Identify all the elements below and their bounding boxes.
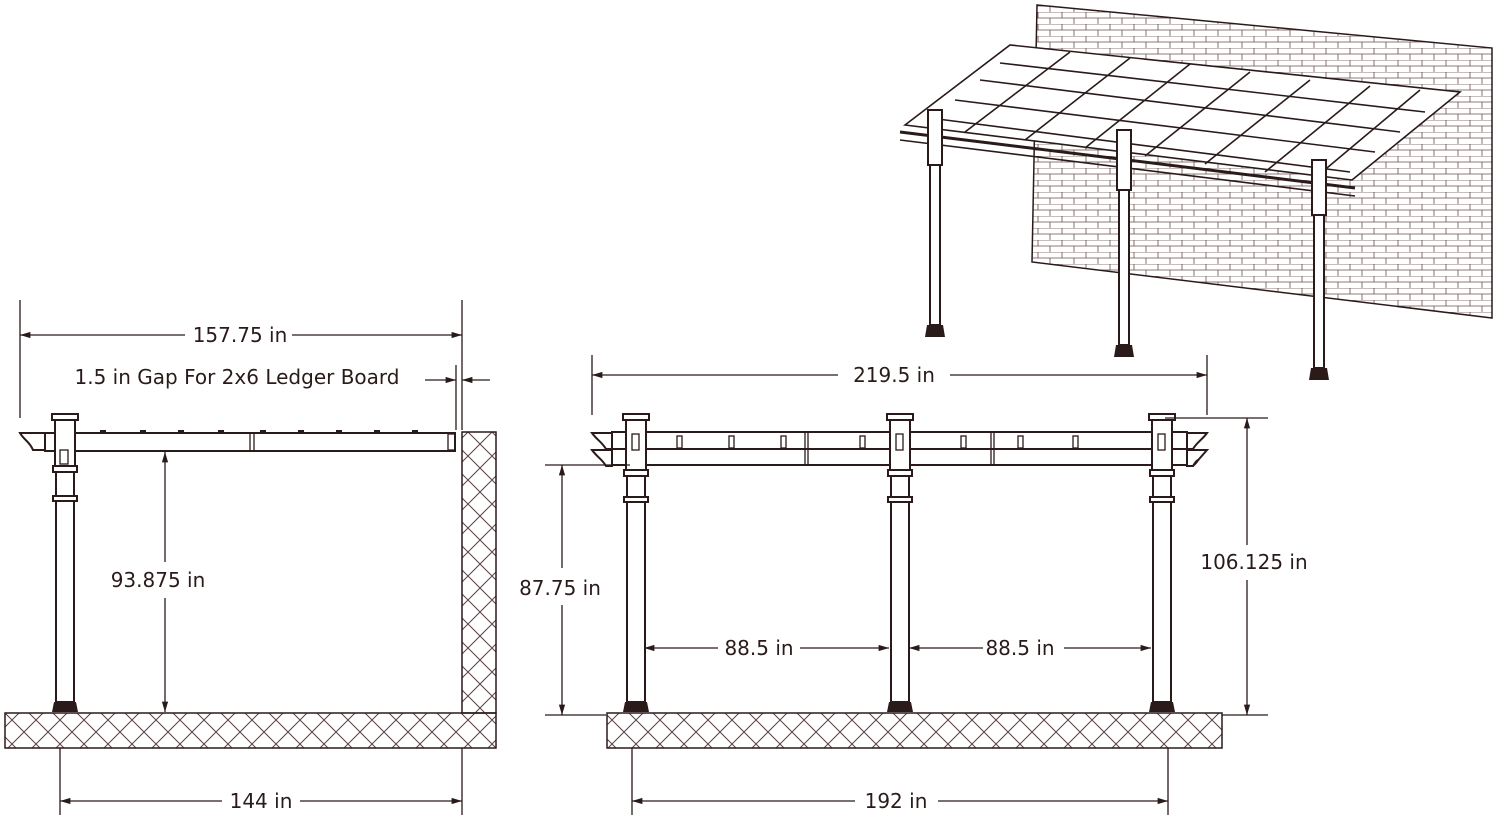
dim-label-88-5-left: 88.5 in [724,636,793,660]
ground-section-right [606,712,1223,749]
front-view: 219.5 in [519,355,1308,815]
dim-192: 192 in [632,789,1168,813]
dim-label-192: 192 in [865,789,928,813]
dim-93-875: 93.875 in [111,452,206,712]
side-view: 157.75 in 1.5 in Gap For 2x6 Ledger Boar… [4,300,497,815]
perspective-post-3 [1309,159,1329,380]
dim-219-5: 219.5 in [592,363,1207,387]
front-post-middle [886,413,914,712]
dim-gap: 1.5 in Gap For 2x6 Ledger Board [75,365,490,389]
dim-label-144: 144 in [230,789,293,813]
roof-lattice [899,44,1462,197]
dim-label-88-5-right: 88.5 in [985,636,1054,660]
gap-note: 1.5 in Gap For 2x6 Ledger Board [75,365,400,389]
dim-157-75: 157.75 in [20,323,462,347]
dim-label-93-875: 93.875 in [111,568,206,592]
dim-label-106-125: 106.125 in [1200,550,1307,574]
dim-88-5-right: 88.5 in [909,636,1151,660]
perspective-post-2 [1114,129,1134,357]
perspective-view [899,4,1493,380]
dim-87-75: 87.75 in [519,465,601,715]
front-post-left [622,413,650,712]
dim-label-87-75: 87.75 in [519,576,601,600]
dim-label-157-75: 157.75 in [193,323,288,347]
front-post-right [1148,413,1176,712]
perspective-post-1 [925,109,945,337]
side-post [51,413,79,712]
wall-section [461,431,497,714]
dim-88-5-left: 88.5 in [644,636,889,660]
dim-106-125: 106.125 in [1200,418,1308,715]
dim-144: 144 in [60,789,462,813]
dim-label-219-5: 219.5 in [853,363,935,387]
ground-section-left [4,712,497,749]
side-beam [18,430,456,452]
